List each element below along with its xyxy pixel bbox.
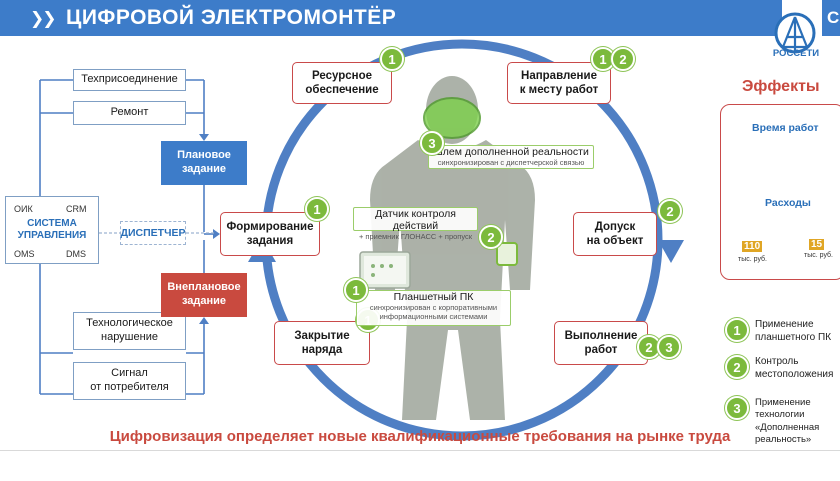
effects-time-from: 3 — [748, 150, 755, 162]
tablet-device — [359, 251, 411, 289]
callout-tablet: Планшетный ПК синхронизирован с корпорат… — [356, 290, 511, 326]
input-consumer-signal: Сигнал от потребителя — [73, 362, 186, 400]
legend-badge-2: 2 — [725, 355, 749, 379]
legend-badge-1: 1 — [725, 318, 749, 342]
effects-cost-from: 110 — [742, 241, 763, 252]
ring-arrow-right — [658, 240, 684, 263]
badge-resources-1: 1 — [380, 47, 404, 71]
effects-time-to: 1 — [815, 150, 822, 162]
page-title: ЦИФРОВОЙ ЭЛЕКТРОМОНТЁР — [66, 6, 397, 29]
system-crm-label: CRM — [66, 204, 87, 214]
effects-title: Эффекты — [742, 78, 820, 95]
node-direction: Направление к месту работ — [507, 62, 611, 104]
legend-text-3: Применение технологии «Дополненная реаль… — [755, 397, 820, 446]
effects-cost-from-unit: тыс. руб. — [738, 256, 767, 263]
header-bar — [0, 0, 782, 36]
chevrons-icon: ❯❯ — [30, 9, 56, 28]
left-connectors — [39, 79, 214, 395]
badge-sensor-2: 2 — [479, 225, 503, 249]
management-system-box: ОИК CRM СИСТЕМА УПРАВЛЕНИЯ OMS DMS — [5, 196, 99, 264]
callout-tablet-sub: синхронизирован с корпоративными информа… — [369, 303, 498, 321]
badge-direction-2: 2 — [611, 47, 635, 71]
rosseti-logo-icon — [774, 12, 816, 54]
planned-task-box: Плановое задание — [161, 141, 247, 185]
left-connector-arrows — [199, 134, 220, 324]
node-resources: Ресурсное обеспечение — [292, 62, 392, 104]
system-oms-label: OMS — [14, 249, 35, 259]
input-tech-connection: Техприсоединение — [73, 69, 186, 91]
system-title: СИСТЕМА УПРАВЛЕНИЯ — [17, 218, 87, 241]
legend-text-2: Контроль местоположения — [755, 356, 834, 380]
effects-time-from-unit: часа — [745, 162, 760, 169]
effects-cost-to: 15 — [809, 239, 825, 250]
badge-direction-1: 1 — [591, 47, 615, 71]
badge-admission-2: 2 — [658, 199, 682, 223]
badge-formation-1: 1 — [305, 197, 329, 221]
effects-panel — [720, 104, 840, 280]
callout-sensor: Датчик контроля действий + приемник ГЛОН… — [353, 207, 478, 241]
effects-cost-label: Расходы — [765, 197, 811, 209]
badge-execution-3: 3 — [657, 335, 681, 359]
effects-cost-to-unit: тыс. руб. — [804, 252, 833, 259]
input-repair: Ремонт — [73, 101, 186, 125]
sensor-device — [496, 242, 518, 266]
legend-text-1: Применение планшетного ПК — [755, 319, 832, 343]
node-formation: Формирование задания — [220, 212, 320, 256]
unplanned-task-box: Внеплановое задание — [161, 273, 247, 317]
legend-badge-3: 3 — [725, 396, 749, 420]
node-execution: Выполнение работ — [554, 321, 648, 365]
input-tech-failure: Технологическое нарушение — [73, 312, 186, 350]
callout-sensor-title: Датчик контроля действий — [375, 208, 456, 232]
node-closing: Закрытие наряда — [274, 321, 370, 365]
header-edge — [822, 0, 840, 36]
footer-caption: Цифровизация определяет новые квалификац… — [109, 428, 731, 445]
system-oik-label: ОИК — [14, 204, 33, 214]
effects-time-to-unit: часа — [806, 162, 821, 169]
bottom-divider — [0, 450, 840, 451]
badge-tablet-1: 1 — [344, 278, 368, 302]
callout-helmet-sub: синхронизирован с диспетчерской связью — [437, 158, 585, 167]
callout-helmet-title: Шлем дополненной реальности — [433, 146, 589, 158]
dispatcher-box: ДИСПЕТЧЕР — [120, 221, 186, 245]
node-admission: Допуск на объект — [573, 212, 657, 256]
callout-tablet-title: Планшетный ПК — [393, 291, 474, 303]
effects-time-label: Время работ — [752, 122, 819, 134]
badge-helmet-3: 3 — [420, 131, 444, 155]
logo-text: РОССЕТИ — [772, 48, 820, 59]
callout-sensor-sub: + приемник ГЛОНАСС + пропуск — [358, 232, 473, 241]
system-dms-label: DMS — [66, 249, 86, 259]
header-edge-letter: С — [827, 8, 840, 27]
callout-helmet: Шлем дополненной реальности синхронизиро… — [428, 145, 594, 169]
ar-helmet-visor — [423, 97, 481, 139]
